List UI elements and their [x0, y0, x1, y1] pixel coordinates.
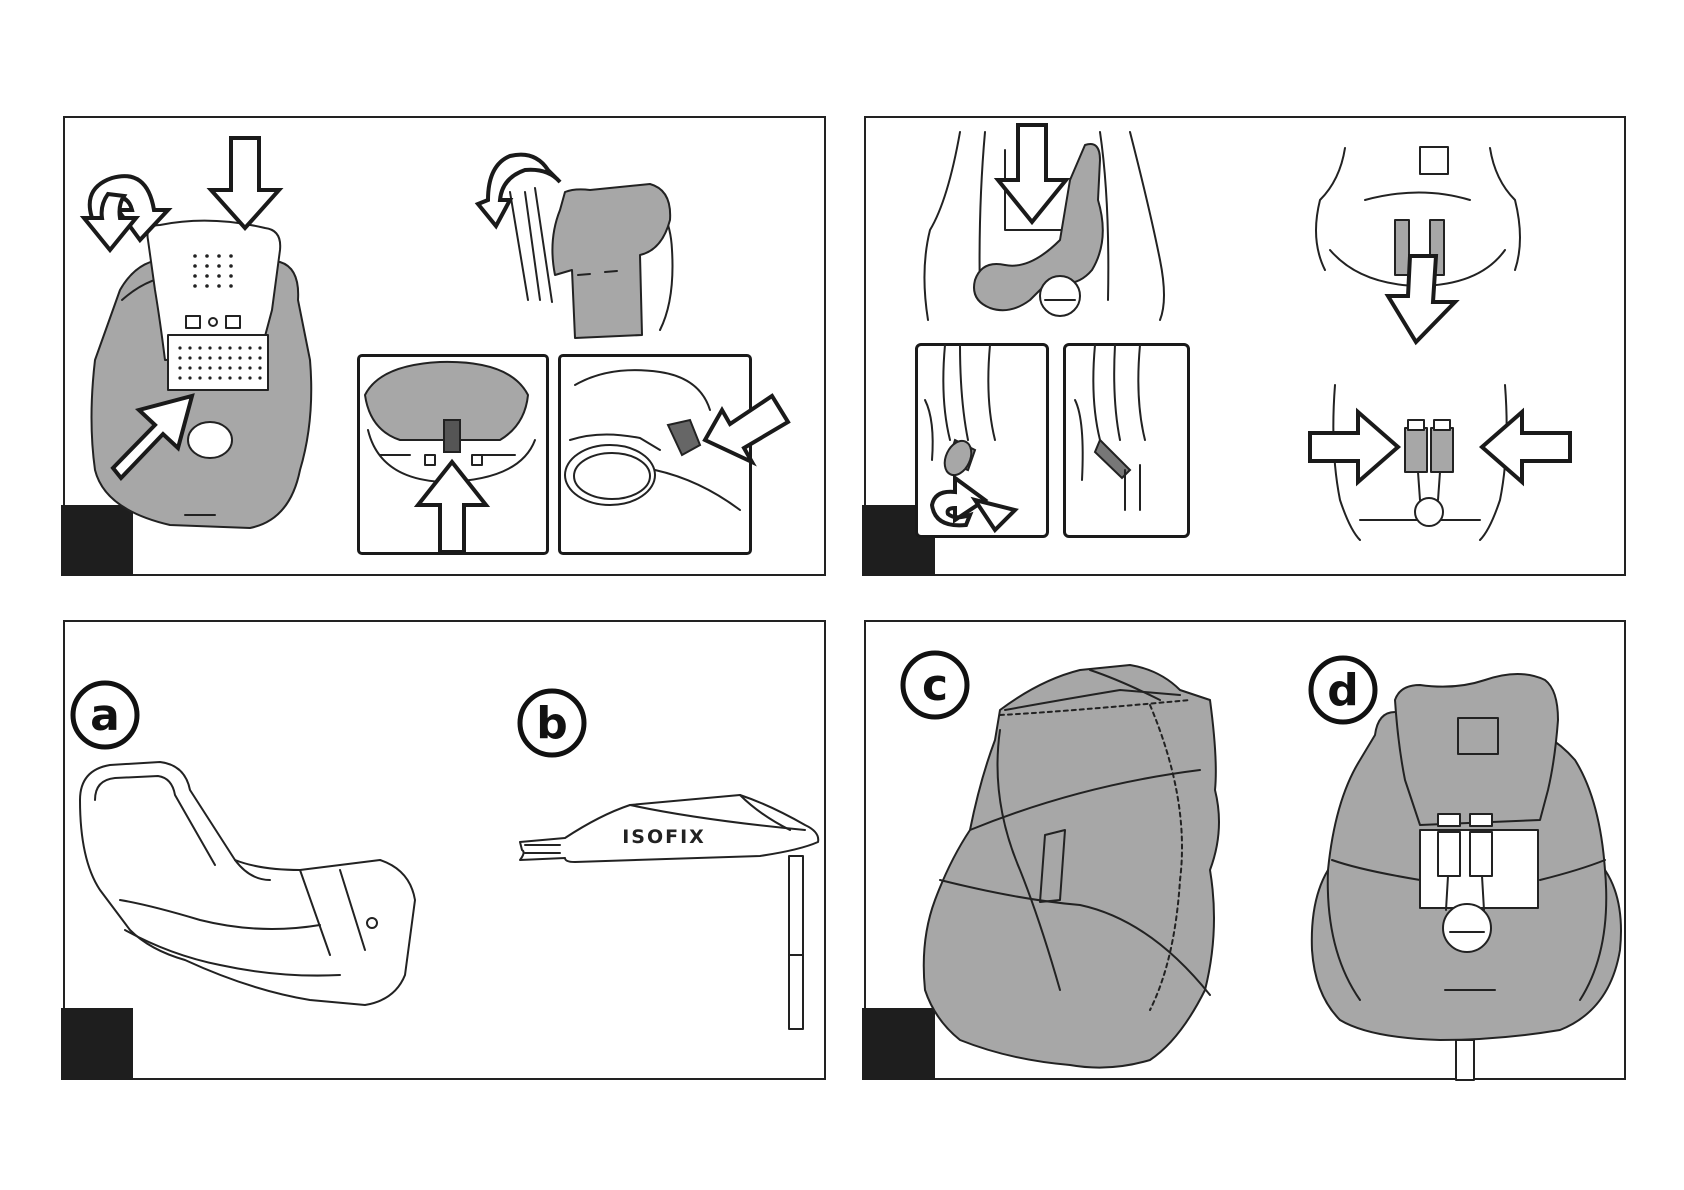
illustration-car-seat-front [0, 0, 1684, 1190]
